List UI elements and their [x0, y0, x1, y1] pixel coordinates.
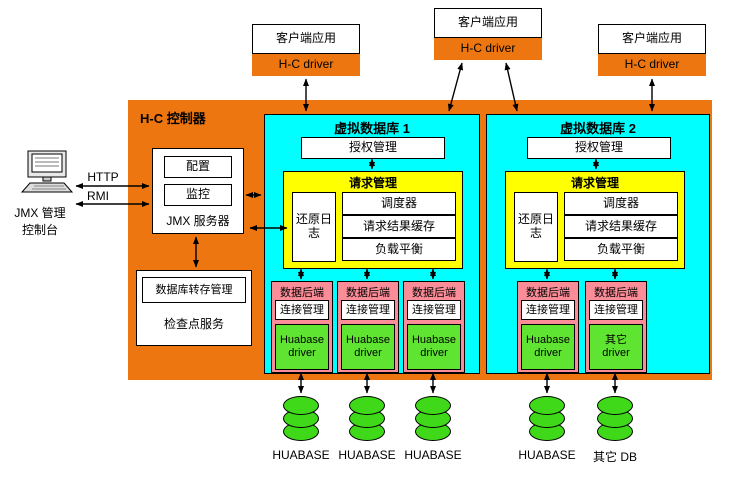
huabase-driver-box: Huabase driver	[521, 324, 575, 370]
database-cylinder-icon	[529, 396, 565, 441]
jmx-console-label-line1: JMX 管理	[14, 206, 66, 220]
hc-driver-box: H-C driver	[252, 54, 360, 76]
vdb1-backend-3: 数据后端 连接管理 Huabase driver	[403, 281, 465, 373]
backend-title: 数据后端	[346, 287, 390, 299]
jmx-server-label: JMX 服务器	[166, 214, 230, 228]
db-dump-box: 数据库转存管理	[142, 277, 246, 303]
database-label: HUABASE	[404, 448, 462, 462]
vdb1-result-cache-box: 请求结果缓存	[342, 215, 456, 238]
virtual-db-2: 虚拟数据库 2 授权管理 请求管理 还原日志 调度器 请求结果缓存 负载平衡 数…	[486, 114, 710, 374]
huabase-driver-box: Huabase driver	[341, 324, 395, 370]
database-label: 其它 DB	[592, 450, 637, 464]
vdb1-undo-log-box: 还原日志	[292, 192, 336, 262]
database-label: HUABASE	[338, 448, 396, 462]
hc-driver-box: H-C driver	[434, 38, 542, 60]
vdb2-request-group: 请求管理 还原日志 调度器 请求结果缓存 负载平衡	[505, 171, 685, 269]
database-cylinder-icon	[597, 396, 633, 441]
jmx-console-icon	[20, 150, 74, 193]
vdb2-scheduler-box: 调度器	[564, 192, 678, 215]
database-label: HUABASE	[518, 448, 576, 462]
vdb1-load-balance-box: 负载平衡	[342, 238, 456, 261]
huabase-driver-box: Huabase driver	[407, 324, 461, 370]
config-box: 配置	[164, 156, 232, 178]
database-cylinder-icon	[349, 396, 385, 441]
conn-mgmt-box: 连接管理	[341, 300, 395, 320]
conn-mgmt-box: 连接管理	[275, 300, 329, 320]
vdb2-result-cache-box: 请求结果缓存	[564, 215, 678, 238]
vdb2-load-balance-box: 负载平衡	[564, 238, 678, 261]
rmi-label: RMI	[87, 189, 109, 203]
client-app-box: 客户端应用	[434, 8, 542, 38]
conn-mgmt-box: 连接管理	[589, 300, 643, 320]
client-group-2: 客户端应用 H-C driver	[434, 8, 542, 60]
http-label: HTTP	[87, 170, 119, 184]
monitor-box: 监控	[164, 184, 232, 206]
database-cylinder-icon	[283, 396, 319, 441]
vdb2-request-title: 请求管理	[570, 176, 619, 190]
database-cylinder-icon	[415, 396, 451, 441]
huabase-driver-box: Huabase driver	[275, 324, 329, 370]
vdb1-backend-2: 数据后端 连接管理 Huabase driver	[337, 281, 399, 373]
vdb1-title: 虚拟数据库 1	[334, 121, 410, 136]
database-label: HUABASE	[272, 448, 330, 462]
vdb2-auth-box: 授权管理	[527, 137, 671, 159]
client-group-1: 客户端应用 H-C driver	[252, 24, 360, 76]
hc-controller: H-C 控制器 配置 监控 JMX 服务器 数据库转存管理 检查点服务 虚拟数据…	[128, 100, 712, 380]
vdb1-scheduler-box: 调度器	[342, 192, 456, 215]
client-app-box: 客户端应用	[252, 24, 360, 54]
vdb1-backend-1: 数据后端 连接管理 Huabase driver	[271, 281, 333, 373]
backend-title: 数据后端	[412, 287, 456, 299]
vdb1-auth-box: 授权管理	[301, 137, 445, 159]
conn-mgmt-box: 连接管理	[407, 300, 461, 320]
other-driver-box: 其它 driver	[589, 324, 643, 370]
backend-title: 数据后端	[280, 287, 324, 299]
vdb1-request-title: 请求管理	[348, 176, 397, 190]
controller-title: H-C 控制器	[140, 111, 206, 126]
vdb2-backend-1: 数据后端 连接管理 Huabase driver	[517, 281, 579, 373]
vdb2-title: 虚拟数据库 2	[560, 121, 636, 136]
client-app-box: 客户端应用	[598, 24, 706, 54]
conn-mgmt-box: 连接管理	[521, 300, 575, 320]
vdb2-backend-2: 数据后端 连接管理 其它 driver	[585, 281, 647, 373]
client-group-3: 客户端应用 H-C driver	[598, 24, 706, 76]
vdb1-request-group: 请求管理 还原日志 调度器 请求结果缓存 负载平衡	[283, 171, 463, 269]
jmx-console-label-line2: 控制台	[21, 223, 58, 237]
hc-driver-box: H-C driver	[598, 54, 706, 76]
jmx-console-label: JMX 管理 控制台	[2, 204, 78, 238]
virtual-db-1: 虚拟数据库 1 授权管理 请求管理 还原日志 调度器 请求结果缓存 负载平衡 数…	[264, 114, 480, 374]
backend-title: 数据后端	[594, 287, 638, 299]
checkpoint-service-label: 检查点服务	[163, 317, 224, 331]
backend-title: 数据后端	[526, 287, 570, 299]
vdb2-undo-log-box: 还原日志	[514, 192, 558, 262]
